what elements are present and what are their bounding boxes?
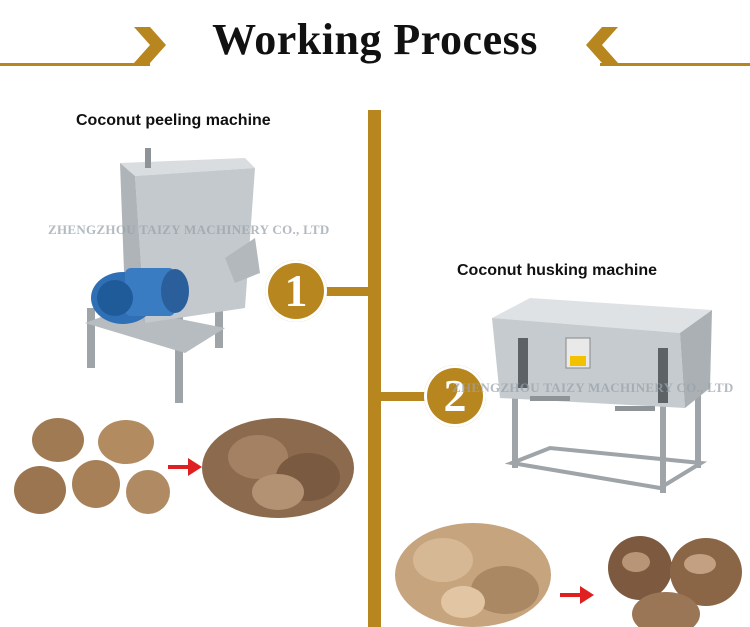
husking-machine-image	[492, 298, 712, 493]
header-rule-left	[0, 63, 150, 66]
peeling-machine-image	[85, 148, 260, 403]
watermark-left: ZHENGZHOU TAIZY MACHINERY CO., LTD	[48, 222, 330, 237]
arrow-right-icon	[168, 458, 202, 476]
timeline-branch-2	[380, 392, 450, 401]
timeline-spine	[368, 110, 381, 627]
step-badge-2: 2	[424, 365, 486, 427]
chevron-right-icon	[134, 27, 166, 63]
peeled-husk-image	[202, 418, 354, 518]
watermark-right: ZHENGZHOU TAIZY MACHINERY CO., LTD	[452, 380, 734, 395]
step-label-1: Coconut peeling machine	[76, 112, 271, 129]
step-label-2: Coconut husking machine	[457, 262, 658, 279]
husked-coconuts-image	[608, 536, 742, 627]
chevron-left-icon	[586, 27, 618, 63]
timeline-branch-1	[300, 287, 370, 296]
whole-coconuts-image	[14, 418, 170, 514]
arrow-right-icon-2	[560, 586, 594, 604]
step-badge-1: 1	[265, 260, 327, 322]
page-title: Working Process	[212, 15, 538, 64]
husk-fiber-image	[395, 523, 551, 627]
header-rule-right	[600, 63, 750, 66]
